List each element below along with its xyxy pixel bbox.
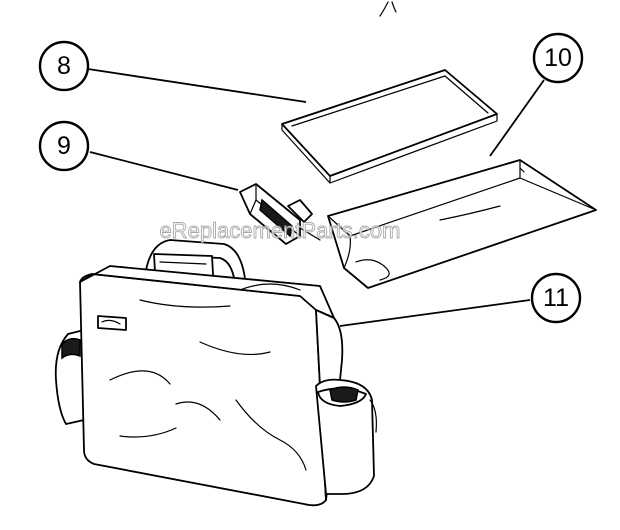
part-11-carry-bag: [54, 239, 377, 507]
leader-line-8: [87, 68, 307, 103]
leader-line-9: [89, 151, 239, 191]
callout-11-label: 11: [543, 284, 569, 312]
callout-8: 8: [38, 40, 90, 92]
callout-11: 11: [530, 272, 582, 324]
leader-line-11: [339, 299, 531, 327]
part-10-sleeve: [327, 159, 597, 289]
callout-8-label: 8: [57, 52, 71, 80]
callout-9: 9: [38, 120, 90, 172]
watermark-text: eReplacementParts.com: [160, 218, 401, 243]
part-9-tool: [239, 183, 321, 245]
callout-9-label: 9: [57, 132, 71, 160]
callout-10-label: 10: [544, 44, 572, 72]
part-8-pad: [281, 69, 498, 184]
top-edge-fragment: [379, 1, 397, 17]
callout-10: 10: [532, 32, 584, 84]
leader-line-10: [489, 79, 545, 157]
